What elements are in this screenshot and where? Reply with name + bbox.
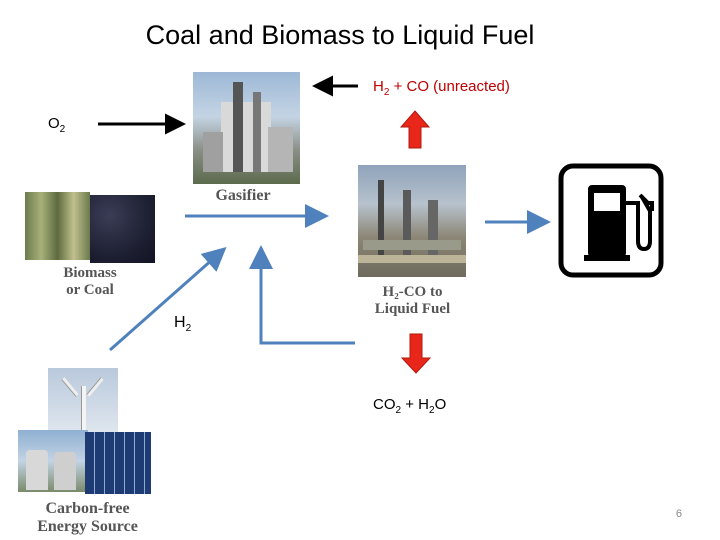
h2-h: H: [174, 314, 186, 331]
coal-photo: [90, 195, 155, 263]
slide-title: Coal and Biomass to Liquid Fuel: [145, 20, 535, 50]
down-red-arrow: [400, 333, 432, 374]
h2-label: H2: [174, 314, 191, 334]
co2-mid: + H: [401, 396, 429, 413]
nuclear-plant-photo: [18, 430, 88, 492]
h2-elbow-arrow: [249, 245, 355, 345]
h2-co-sub: 2: [383, 87, 390, 98]
biomass-label: Biomass or Coal: [45, 265, 135, 298]
carbon-free-label-line1: Carbon-free: [45, 500, 130, 517]
wind-turbine-photo: [48, 368, 118, 433]
co2-co: CO: [373, 396, 396, 413]
h2-diagonal-arrow: [109, 247, 227, 352]
biomass-label-line1: Biomass: [63, 265, 117, 281]
h2-co-unreacted-label: H2 + CO (unreacted): [373, 78, 510, 98]
gasifier-photo: [193, 72, 300, 184]
solar-panel-photo: [85, 432, 151, 494]
biomass-label-line2: or Coal: [66, 281, 114, 298]
o2-label: O2: [48, 115, 65, 135]
carbon-free-label-line2: Energy Source: [37, 517, 138, 535]
refinery-photo: [358, 165, 466, 277]
h2-co-h: H: [373, 78, 384, 95]
o2-sub: 2: [59, 124, 66, 135]
biomass-photo: [25, 192, 90, 260]
h2o-sub: 2: [429, 405, 435, 416]
h2-sub: 2: [185, 323, 192, 335]
up-red-arrow: [399, 110, 431, 149]
h2co-label-line1: H₂-CO to: [382, 284, 443, 300]
o2-o: O: [48, 115, 60, 132]
h2co-label: H₂-CO to Liquid Fuel: [355, 284, 470, 317]
carbon-free-label: Carbon-free Energy Source: [15, 500, 160, 535]
gasifier-label: Gasifier: [215, 187, 271, 204]
page-number: 6: [675, 508, 682, 520]
co2-sub: 2: [395, 405, 402, 416]
fuel-pump-icon: [558, 163, 664, 278]
h2co-label-line2: Liquid Fuel: [374, 300, 451, 317]
co2-h2o-label: CO2 + H2O: [373, 396, 446, 416]
h2-co-rest: + CO (unreacted): [389, 78, 510, 95]
h2o-o: O: [434, 396, 447, 413]
